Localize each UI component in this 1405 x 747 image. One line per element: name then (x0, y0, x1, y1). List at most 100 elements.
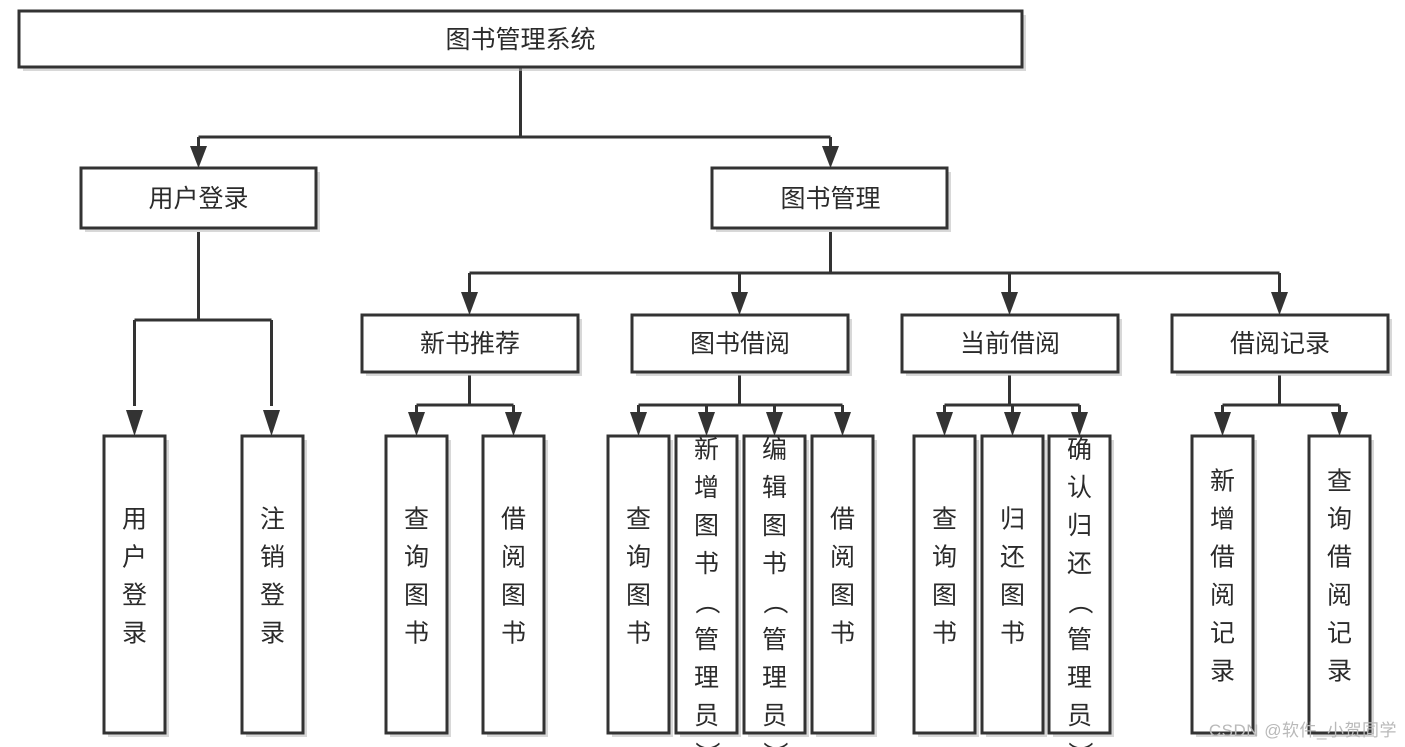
user-login-label: 用户登录 (148, 185, 248, 213)
leaf-book-borrow-2-box (674, 434, 739, 735)
leaf-new-book-2[interactable] (481, 434, 548, 737)
svg-text:销: 销 (260, 544, 285, 572)
leaf-book-borrow-4-box (810, 434, 875, 735)
leaf-user-login-1-label: 用户登录 (122, 506, 147, 648)
svg-text:）: ） (693, 741, 721, 747)
svg-text:管: 管 (762, 626, 787, 654)
leaf-book-borrow-2[interactable] (674, 434, 741, 737)
leaf-borrow-record-2[interactable] (1307, 434, 1374, 737)
svg-text:归: 归 (1000, 506, 1025, 534)
leaf-borrow-record-2-box (1307, 434, 1372, 735)
leaf-current-borrow-2-box (980, 434, 1045, 735)
svg-text:认: 认 (1067, 474, 1092, 502)
book-management-label: 图书管理 (780, 185, 880, 213)
current-borrow-label: 当前借阅 (960, 330, 1060, 358)
leaf-book-borrow-1[interactable] (606, 434, 673, 737)
svg-text:图: 图 (626, 582, 651, 610)
svg-text:借: 借 (501, 506, 526, 534)
svg-text:图: 图 (1000, 582, 1025, 610)
svg-text:书: 书 (762, 550, 787, 578)
svg-text:员: 员 (694, 702, 719, 730)
borrow-record-label: 借阅记录 (1230, 330, 1330, 358)
leaf-current-borrow-2[interactable] (980, 434, 1047, 737)
leaf-current-borrow-3[interactable] (1047, 434, 1114, 737)
svg-text:借: 借 (1327, 544, 1352, 572)
svg-text:新: 新 (694, 436, 719, 464)
svg-text:还: 还 (1067, 550, 1092, 578)
leaf-book-borrow-3-box (742, 434, 807, 735)
leaf-book-borrow-1-box (606, 434, 671, 735)
borrow-record-box (1170, 313, 1390, 374)
arrow-book-mgmt-to-book-borrow (731, 292, 748, 315)
new-book-recommend-box (360, 313, 580, 374)
node-book-borrow[interactable]: 图书借阅 (630, 313, 852, 376)
svg-text:阅: 阅 (1327, 582, 1352, 610)
svg-text:录: 录 (1327, 658, 1352, 686)
svg-text:辑: 辑 (762, 474, 787, 502)
node-user-login[interactable]: 用户登录 (79, 166, 320, 232)
leaf-borrow-record-1[interactable] (1190, 434, 1257, 737)
svg-text:询: 询 (626, 544, 651, 572)
svg-text:增: 增 (694, 474, 719, 502)
svg-text:归: 归 (1067, 512, 1092, 540)
svg-text:图: 图 (501, 582, 526, 610)
node-book-management[interactable]: 图书管理 (710, 166, 951, 232)
arrow-root-to-book-mgmt (822, 146, 839, 168)
leaf-user-login-1[interactable] (102, 434, 169, 737)
book-management-box (710, 166, 949, 230)
svg-text:管: 管 (1067, 626, 1092, 654)
node-current-borrow[interactable]: 当前借阅 (900, 313, 1122, 376)
leaf-new-book-1[interactable] (384, 434, 451, 737)
svg-text:（: （ (761, 589, 789, 614)
svg-text:查: 查 (404, 506, 429, 534)
svg-text:询: 询 (932, 544, 957, 572)
svg-text:阅: 阅 (1210, 582, 1235, 610)
svg-text:书: 书 (501, 620, 526, 648)
arrow-borrow-record-leaf-2 (1331, 412, 1348, 436)
watermark-text: CSDN @软件_小贺同学 (1208, 721, 1397, 740)
svg-text:录: 录 (122, 620, 147, 648)
node-root[interactable]: 图书管理系统 (17, 9, 1026, 71)
arrow-root-to-user-login (190, 146, 207, 168)
svg-text:书: 书 (830, 620, 855, 648)
svg-text:（: （ (693, 589, 721, 614)
svg-text:管: 管 (694, 626, 719, 654)
svg-text:记: 记 (1210, 620, 1235, 648)
arrow-new-book-leaf-2 (505, 412, 522, 436)
svg-text:查: 查 (932, 506, 957, 534)
arrow-user-login-leaf-2 (263, 410, 280, 436)
leaf-book-borrow-4[interactable] (810, 434, 877, 737)
svg-text:员: 员 (762, 702, 787, 730)
svg-text:还: 还 (1000, 544, 1025, 572)
root-box (17, 9, 1024, 69)
leaf-user-login-2[interactable] (240, 434, 307, 737)
arrow-book-borrow-leaf-2 (698, 412, 715, 436)
node-borrow-record[interactable]: 借阅记录 (1170, 313, 1392, 376)
leaf-current-borrow-3-box (1047, 434, 1112, 735)
svg-text:登: 登 (260, 582, 285, 610)
arrow-new-book-leaf-1 (408, 412, 425, 436)
svg-text:增: 增 (1210, 506, 1235, 534)
svg-text:户: 户 (122, 544, 147, 572)
leaf-book-borrow-3[interactable] (742, 434, 809, 737)
svg-text:用: 用 (122, 506, 147, 534)
svg-text:录: 录 (1210, 658, 1235, 686)
node-new-book-recommend[interactable]: 新书推荐 (360, 313, 582, 376)
svg-text:理: 理 (694, 664, 719, 692)
svg-text:询: 询 (404, 544, 429, 572)
leaf-current-borrow-1[interactable] (912, 434, 979, 737)
svg-text:书: 书 (1000, 620, 1025, 648)
svg-text:编: 编 (762, 436, 787, 464)
svg-text:查: 查 (626, 506, 651, 534)
svg-text:书: 书 (404, 620, 429, 648)
